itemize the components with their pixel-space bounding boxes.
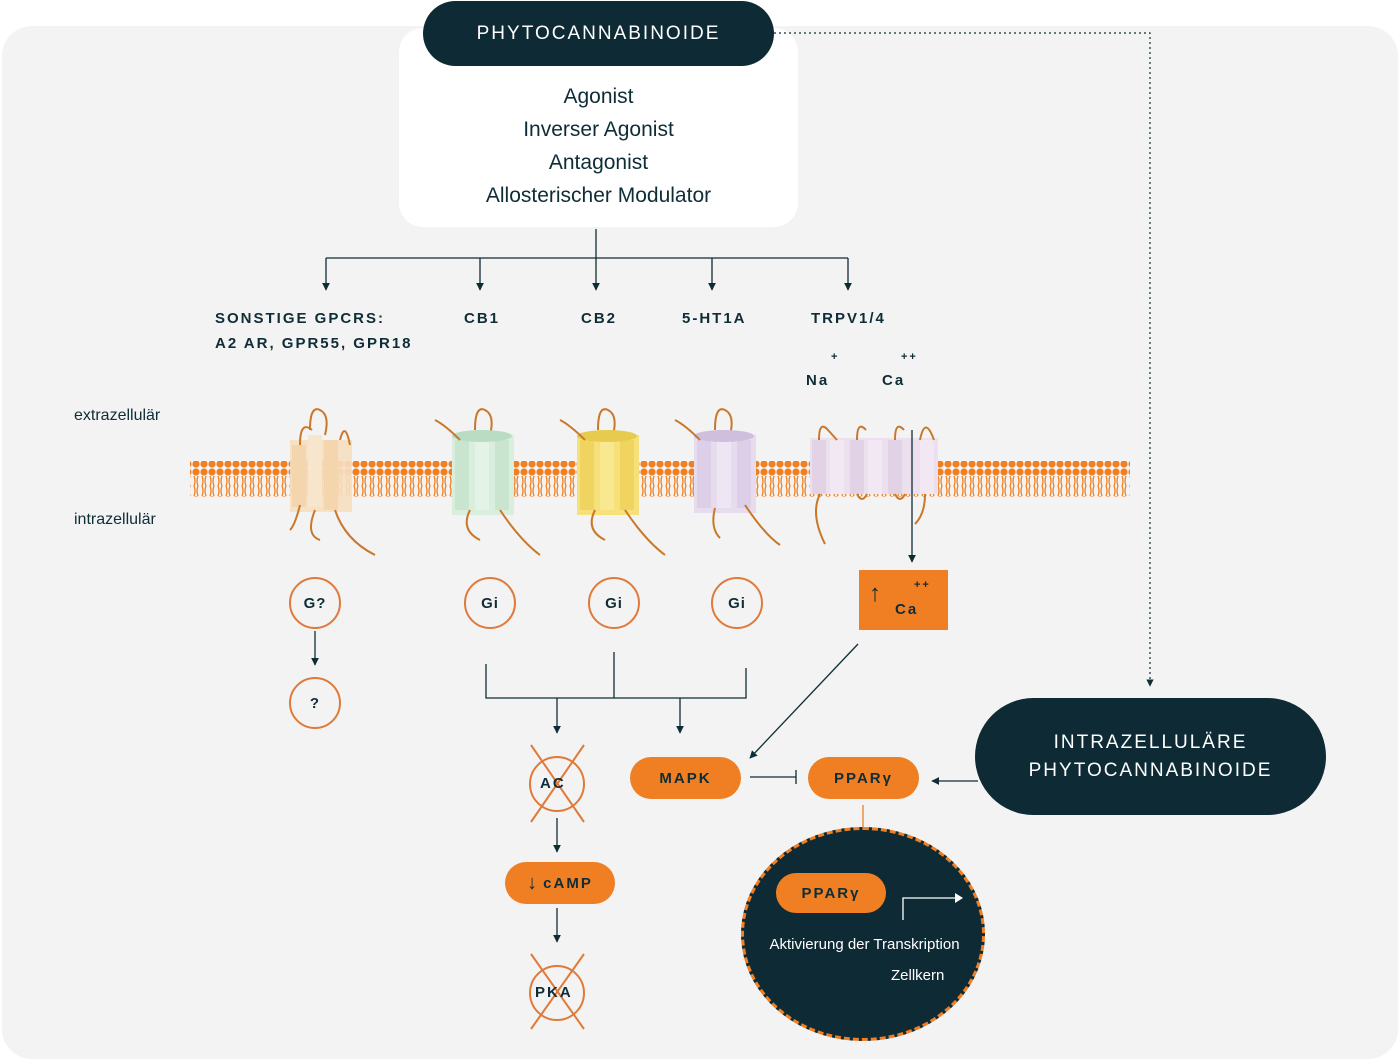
na-charge: + — [831, 351, 840, 363]
receptor-trpv — [810, 425, 938, 545]
calcium-increase-box: ↑ Ca ++ — [859, 570, 948, 630]
ac-label: AC — [540, 775, 566, 792]
ca-box-charge: ++ — [914, 579, 931, 591]
pka-label: PKA — [535, 984, 573, 1001]
na-ion: Na — [806, 372, 830, 389]
ca-box-label: Ca — [895, 601, 919, 618]
transcription-arrow-icon — [902, 893, 963, 920]
extracellular-label: extrazellulär — [74, 407, 161, 424]
trpv-label: TRPV1/4 — [811, 310, 886, 327]
cb1-label: CB1 — [464, 310, 501, 327]
receptor-cb2 — [559, 408, 666, 556]
branch-arrows — [322, 229, 852, 291]
camp-pill: ↓ cAMP — [505, 862, 615, 904]
arrow-up-icon: ↑ — [869, 580, 881, 607]
cb2-label: CB2 — [581, 310, 618, 327]
effect-inverse-agonist: Inverser Agonist — [523, 118, 674, 141]
nucleus-label: Zellkern — [891, 967, 945, 984]
effect-agonist: Agonist — [563, 85, 634, 108]
intracellular-label: intrazellulär — [74, 511, 156, 528]
ac-inhibited — [529, 744, 585, 823]
pka-inhibited — [529, 953, 585, 1030]
intracellular-title-line1: INTRAZELLULÄRE — [1053, 731, 1248, 753]
gi-bracket — [485, 652, 747, 734]
ca-charge: ++ — [901, 351, 918, 363]
dotted-connector — [774, 32, 1154, 687]
mapk-inhibits-ppar — [750, 770, 797, 784]
effect-allosteric-modulator: Allosterischer Modulator — [485, 184, 712, 207]
effect-antagonist: Antagonist — [548, 151, 649, 174]
phytocannabinoide-title: PHYTOCANNABINOIDE — [423, 1, 774, 66]
transcription-activation-label: Aktivierung der Transkription — [769, 936, 960, 953]
intracellular-phytocannabinoids: INTRAZELLULÄRE PHYTOCANNABINOIDE — [975, 698, 1326, 815]
ppar-pill: PPARγ — [808, 757, 919, 799]
g-unknown-circle: G? — [289, 577, 341, 629]
gi-circle-cb2: Gi — [588, 577, 640, 629]
gi-circle-cb1: Gi — [464, 577, 516, 629]
receptor-cb1 — [434, 408, 541, 556]
camp-label: cAMP — [543, 874, 593, 892]
other-gpcrs-list: A2 AR, GPR55, GPR18 — [215, 335, 413, 352]
other-gpcrs-label: SONSTIGE GPCRS: — [215, 310, 386, 327]
cell-nucleus: PPARγ Aktivierung der Transkription Zell… — [741, 827, 985, 1041]
mapk-pill: MAPK — [630, 757, 741, 799]
arrow-down-icon: ↓ — [527, 871, 540, 894]
ca-ion: Ca — [882, 372, 906, 389]
effects-list: Agonist Inverser Agonist Antagonist Allo… — [399, 80, 798, 212]
gi-circle-5ht1a: Gi — [711, 577, 763, 629]
receptor-5ht1a — [674, 408, 781, 546]
ca-to-mapk-arrow — [749, 643, 859, 759]
unknown-effector-circle: ? — [289, 677, 341, 729]
nucleus-ppar-pill: PPARγ — [776, 873, 886, 913]
intracellular-title-line2: PHYTOCANNABINOIDE — [1028, 759, 1273, 781]
receptor-other-gpcr — [289, 408, 376, 556]
5ht1a-label: 5-HT1A — [682, 310, 747, 327]
